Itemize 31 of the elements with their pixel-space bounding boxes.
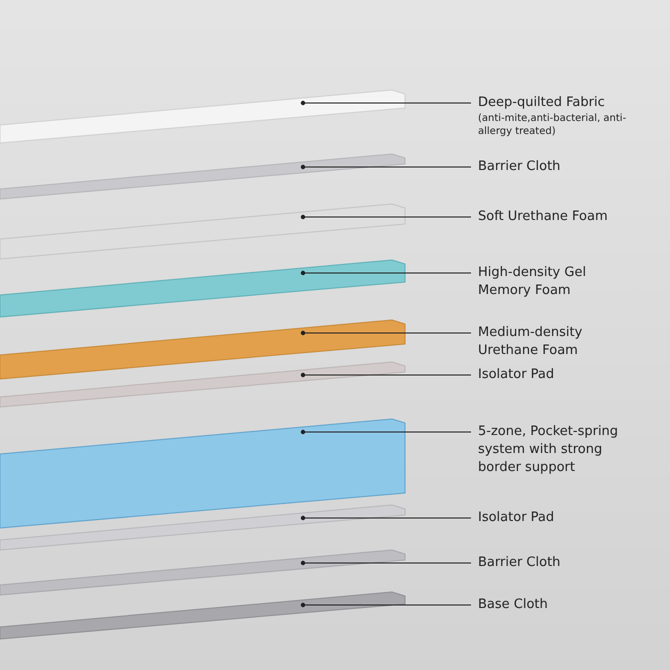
layer-label: Barrier Cloth xyxy=(478,158,562,176)
layer-label: Deep-quilted Fabric xyxy=(478,94,606,112)
cloth-layer xyxy=(0,550,406,596)
foam-layer xyxy=(0,320,406,380)
gel-foam-layer xyxy=(0,260,406,318)
layer-label: Medium-density Urethane Foam xyxy=(478,324,584,360)
layer-label: Barrier Cloth xyxy=(478,554,562,572)
leader-line xyxy=(300,100,472,106)
pad-layer xyxy=(0,362,406,408)
leader-line xyxy=(300,430,472,434)
layer-label: Base Cloth xyxy=(478,596,549,614)
leader-line xyxy=(300,270,472,276)
cloth-layer xyxy=(0,154,406,200)
layer-note: (anti-mite,anti-bacterial, anti-allergy treated) xyxy=(478,112,628,138)
cloth-layer xyxy=(0,592,406,640)
leader-line xyxy=(300,164,472,170)
foam-layer xyxy=(0,204,406,260)
layer-label: Isolator Pad xyxy=(478,509,556,527)
leader-line xyxy=(300,330,472,336)
leader-line xyxy=(300,560,472,566)
spring-layer xyxy=(0,418,406,529)
leader-line xyxy=(300,516,472,520)
leader-line xyxy=(300,214,472,220)
layer-label: Soft Urethane Foam xyxy=(478,208,609,226)
layer-label: 5-zone, Pocket-spring system with strong border support xyxy=(478,423,620,477)
leader-line xyxy=(300,602,472,608)
pad-layer xyxy=(0,504,406,551)
quilted-fabric-layer xyxy=(0,90,406,144)
layer-label: High-density Gel Memory Foam xyxy=(478,264,588,300)
leader-line xyxy=(300,372,472,378)
layer-label: Isolator Pad xyxy=(478,366,556,384)
